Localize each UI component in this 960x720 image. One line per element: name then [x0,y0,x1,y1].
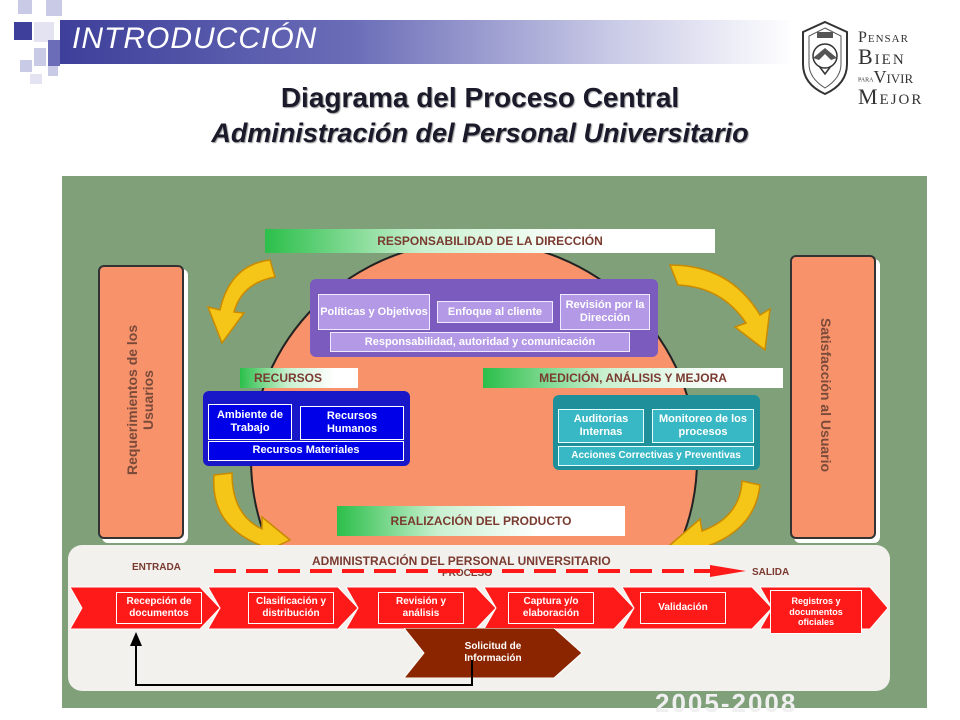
process-flow-line [214,565,746,577]
watermark: 2005-2008 [655,688,798,718]
step-registros: Registros y documentos oficiales [770,590,862,634]
satisfaction-label: Satisfacción al Usuario [818,317,834,473]
cycle-arrow-top-left [206,259,276,345]
cycle-arrow-bottom-left [212,472,292,555]
feedback-arrow [130,632,473,686]
banner-direccion: RESPONSABILIDAD DE LA DIRECCIÓN [265,229,715,253]
header-bar [60,20,795,64]
logo-line: Mejor [858,84,924,109]
banner-realizacion: REALIZACIÓN DEL PRODUCTO [337,506,625,536]
satisfaction-box [790,255,876,539]
cycle-arrows [206,259,771,555]
header-title: INTRODUCCIÓN [72,22,318,55]
politicas-box: Políticas y Objetivos [318,294,430,330]
process-entrada-label: ENTRADA [132,562,181,573]
step-validacion: Validación [640,592,726,624]
process-title: ADMINISTRACIÓN DEL PERSONAL UNIVERSITARI… [312,554,611,568]
decor-square [30,74,42,84]
step-captura: Captura y/o elaboración [508,592,594,624]
cycle-arrow-top-right [668,264,771,352]
step-revision: Revisión y análisis [378,592,464,624]
humanos-box: Recursos Humanos [300,406,404,440]
auditorias-box: Auditorías Internas [558,409,644,443]
responsabilidad-box: Responsabilidad, autoridad y comunicació… [330,332,630,352]
requirements-label: Requerimientos de los Usuarios [124,324,156,476]
logo-line: paraVivir [858,68,923,86]
banner-recursos: RECURSOS [240,368,358,388]
decor-square [14,22,32,40]
logo-line: Pensar [858,29,909,46]
logo-line: Bien [858,44,906,69]
enfoque-box: Enfoque al cliente [437,301,553,323]
process-salida-label: SALIDA [752,567,790,578]
acciones-box: Acciones Correctivas y Preventivas [558,446,754,466]
revision-box: Revisión por la Dirección [560,294,650,330]
monitoreo-box: Monitoreo de los procesos [652,409,754,443]
process-proceso-label: PROCESO [442,568,493,579]
ambiente-box: Ambiente de Trabajo [208,404,292,440]
decor-square [34,48,46,66]
banner-medicion: MEDICIÓN, ANÁLISIS Y MEJORA [483,368,783,388]
diagram-subtitle: Administración del Personal Universitari… [211,118,749,148]
solicitud-shape [404,628,583,678]
cycle-arrow-bottom-right [668,480,761,555]
decor-square [34,22,54,42]
logo-line3: Vivir [873,67,914,87]
solicitud-label: Solicitud de Información [464,641,522,664]
logo-small: para [858,73,874,84]
decor-square [48,40,60,66]
decor-square [48,66,58,76]
requirements-box [98,265,184,539]
decor-square [46,0,62,16]
university-seal-icon [795,18,855,98]
step-clasificacion: Clasificación y distribución [248,592,334,624]
step-recepcion: Recepción de documentos [116,592,202,624]
materiales-box: Recursos Materiales [208,441,404,461]
logo-slogan: Pensar Bien paraVivir Mejor [858,30,923,108]
decor-square [20,60,32,72]
diagram-title: Diagrama del Proceso Central [280,82,680,113]
decor-square [18,0,32,14]
